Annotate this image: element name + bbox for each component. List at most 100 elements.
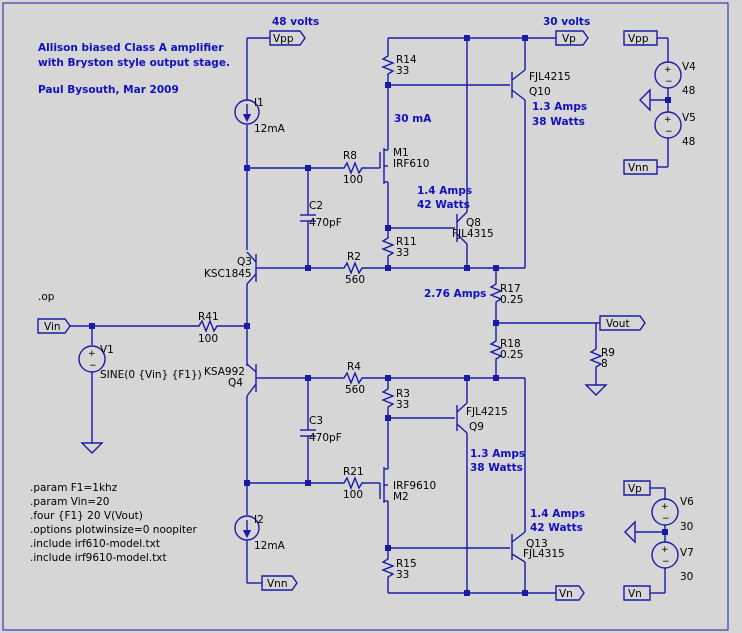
label-v7-value: 30 bbox=[680, 571, 693, 583]
svg-text:Vpp: Vpp bbox=[273, 33, 294, 45]
annot-q10-watts: 38 Watts bbox=[532, 116, 585, 128]
svg-text:−: − bbox=[665, 127, 673, 137]
transistor-q13[interactable] bbox=[511, 531, 526, 563]
transistor-q3[interactable] bbox=[246, 251, 262, 285]
transistor-q9[interactable] bbox=[456, 402, 468, 434]
label-r15-name: R15 bbox=[396, 558, 417, 570]
resistor-r11[interactable] bbox=[381, 234, 395, 260]
directive-options[interactable]: .options plotwinsize=0 noopiter bbox=[30, 524, 197, 536]
flag-vout[interactable]: Vout bbox=[599, 315, 646, 331]
mosfet-m2[interactable] bbox=[379, 465, 389, 503]
resistor-r18[interactable] bbox=[489, 337, 503, 362]
label-q3-name: Q3 bbox=[237, 256, 252, 268]
label-v7-name: V7 bbox=[680, 547, 694, 559]
note-line2: with Bryston style output stage. bbox=[38, 57, 230, 69]
annot-q9-amps: 1.3 Amps bbox=[470, 448, 525, 460]
flag-vnn-right[interactable]: Vnn bbox=[623, 159, 658, 175]
directive-param-f1[interactable]: .param F1=1khz bbox=[30, 482, 118, 494]
label-r21-name: R21 bbox=[343, 466, 364, 478]
label-r4-name: R4 bbox=[347, 361, 361, 373]
directive-include-irf9610[interactable]: .include irf9610-model.txt bbox=[30, 552, 167, 564]
svg-text:Vp: Vp bbox=[562, 33, 576, 45]
label-c3-value: 470pF bbox=[309, 432, 342, 444]
resistor-r41[interactable] bbox=[195, 319, 221, 333]
resistor-r8[interactable] bbox=[340, 161, 366, 175]
svg-text:+: + bbox=[661, 502, 669, 512]
transistor-q4[interactable] bbox=[246, 363, 262, 397]
label-r9-value: 8 bbox=[601, 358, 608, 370]
directive-include-irf610[interactable]: .include irf610-model.txt bbox=[30, 538, 160, 550]
annot-r17-amps: 2.76 Amps bbox=[424, 288, 486, 300]
label-q13-name: Q13 bbox=[526, 538, 548, 550]
directive-param-vin[interactable]: .param Vin=20 bbox=[30, 496, 109, 508]
resistor-r9[interactable] bbox=[589, 345, 603, 370]
current-source-i2[interactable] bbox=[234, 515, 260, 541]
label-c3-name: C3 bbox=[309, 415, 323, 427]
label-r8-name: R8 bbox=[343, 150, 357, 162]
label-r14-name: R14 bbox=[396, 54, 417, 66]
svg-text:+: + bbox=[88, 349, 96, 359]
label-r17-name: R17 bbox=[500, 283, 521, 295]
resistor-r21[interactable] bbox=[340, 476, 366, 490]
flag-vn-bottom[interactable]: Vn bbox=[555, 585, 585, 601]
capacitor-c3[interactable] bbox=[300, 420, 316, 445]
flag-vpp-right[interactable]: Vpp bbox=[623, 30, 658, 46]
label-q8-name: Q8 bbox=[466, 217, 481, 229]
flag-vp-top[interactable]: Vp bbox=[555, 30, 589, 46]
resistor-r3[interactable] bbox=[381, 385, 395, 410]
resistor-r2[interactable] bbox=[340, 261, 366, 275]
label-q4-name: Q4 bbox=[228, 377, 243, 389]
flag-vnn-bottom[interactable]: Vnn bbox=[261, 575, 298, 591]
label-r8-value: 100 bbox=[343, 174, 363, 186]
annot-q8-watts: 42 Watts bbox=[417, 199, 470, 211]
annot-q10-amps: 1.3 Amps bbox=[532, 101, 587, 113]
annot-q13-watts: 42 Watts bbox=[530, 522, 583, 534]
label-v1-value: SINE(0 {Vin} {F1}) bbox=[100, 369, 202, 381]
label-r11-value: 33 bbox=[396, 247, 409, 259]
annot-q9-watts: 38 Watts bbox=[470, 462, 523, 474]
label-q4-value: KSA992 bbox=[204, 366, 245, 378]
directive-op[interactable]: .op bbox=[38, 291, 55, 303]
label-v1-name: V1 bbox=[100, 344, 114, 356]
label-r11-name: R11 bbox=[396, 236, 417, 248]
label-m1-value: IRF610 bbox=[393, 158, 429, 170]
svg-text:−: − bbox=[662, 557, 670, 567]
directive-four[interactable]: .four {F1} 20 V(Vout) bbox=[30, 510, 143, 522]
label-r17-value: 0.25 bbox=[500, 294, 523, 306]
label-q10-value: FJL4215 bbox=[529, 71, 571, 83]
label-q3-value: KSC1845 bbox=[204, 268, 252, 280]
wires bbox=[70, 37, 669, 594]
ground-v6v7 bbox=[624, 520, 636, 544]
label-r41-name: R41 bbox=[198, 311, 219, 323]
flag-vpp-top[interactable]: Vpp bbox=[269, 30, 306, 46]
sheet-border bbox=[2, 2, 729, 631]
transistor-q8[interactable] bbox=[456, 211, 468, 245]
svg-text:Vn: Vn bbox=[628, 588, 642, 600]
label-v5-value: 48 bbox=[682, 136, 695, 148]
current-source-i1[interactable] bbox=[234, 99, 260, 125]
mosfet-m1[interactable] bbox=[379, 147, 389, 186]
svg-text:Vpp: Vpp bbox=[628, 33, 649, 45]
flag-vin[interactable]: Vin bbox=[37, 318, 71, 334]
note-author: Paul Bysouth, Mar 2009 bbox=[38, 84, 179, 96]
voltage-source-v4[interactable]: + − bbox=[654, 61, 682, 89]
resistor-r17[interactable] bbox=[489, 280, 503, 305]
flag-vn-right[interactable]: Vn bbox=[623, 585, 651, 601]
voltage-source-v6[interactable]: + − bbox=[651, 498, 679, 526]
resistor-r14[interactable] bbox=[381, 52, 395, 78]
flag-vp-right[interactable]: Vp bbox=[623, 480, 651, 496]
resistor-r15[interactable] bbox=[381, 555, 395, 580]
voltage-source-v7[interactable]: + − bbox=[651, 541, 679, 569]
svg-text:Vout: Vout bbox=[606, 318, 630, 330]
svg-text:−: − bbox=[665, 77, 673, 87]
label-v5-name: V5 bbox=[682, 112, 696, 124]
capacitor-c2[interactable] bbox=[300, 205, 316, 230]
label-q9-name: Q9 bbox=[469, 421, 484, 433]
label-i1-name: I1 bbox=[254, 97, 264, 109]
voltage-source-v5[interactable]: + − bbox=[654, 111, 682, 139]
resistor-r4[interactable] bbox=[340, 371, 366, 385]
voltage-source-v1[interactable]: + − bbox=[78, 345, 106, 373]
transistor-q10[interactable] bbox=[511, 69, 526, 101]
